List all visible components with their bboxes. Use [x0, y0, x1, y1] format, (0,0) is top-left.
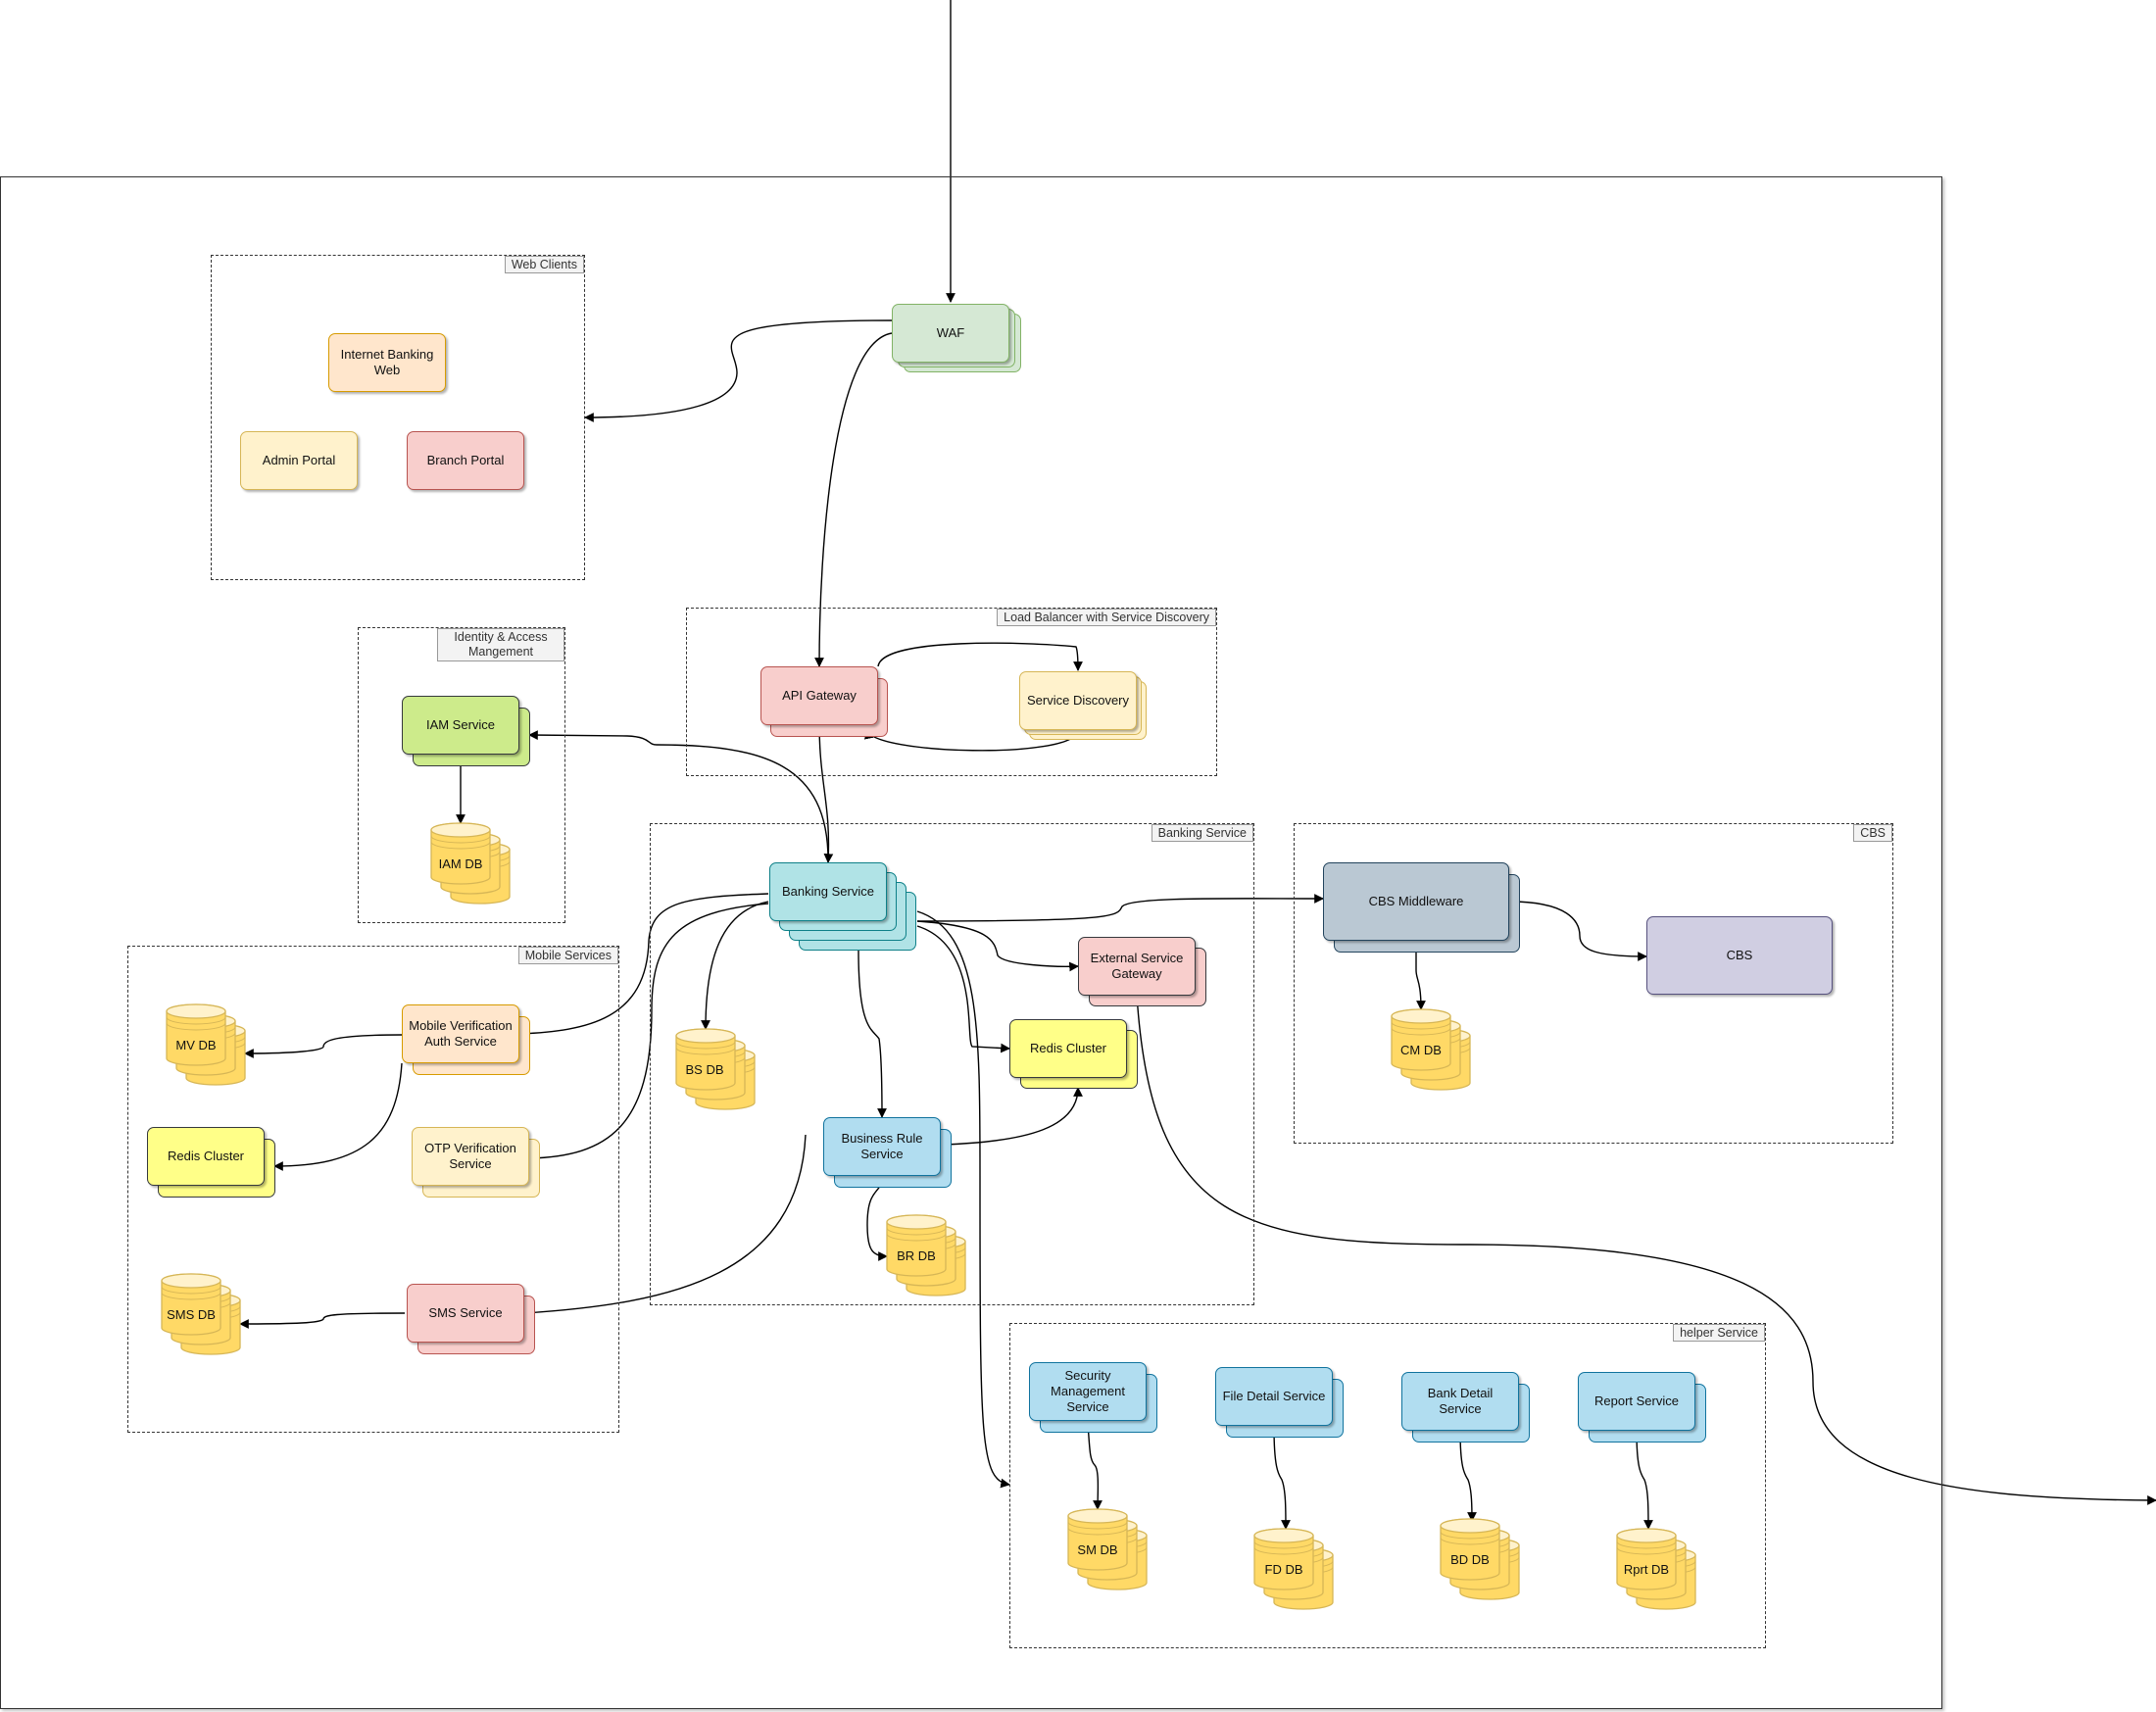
sms-db-icon [161, 1273, 241, 1355]
api-gateway-node[interactable]: API Gateway [760, 666, 878, 725]
system-boundary [0, 176, 1942, 1709]
waf-node[interactable]: WAF [892, 304, 1009, 363]
edge-waf-apigateway [814, 332, 893, 667]
cm-db-label[interactable]: CM DB [1400, 1043, 1442, 1057]
edge-sm-smdb [1087, 1422, 1102, 1510]
mv-db-icon [166, 1003, 246, 1086]
edge-api-sd [877, 642, 1083, 671]
group-banking: Banking Service [650, 823, 1254, 1305]
group-web-clients: Web Clients [211, 255, 585, 580]
edge-sd-api [864, 729, 1079, 752]
group-identity: Identity & Access Mangement [358, 627, 565, 923]
admin-portal-node[interactable]: Admin Portal [240, 431, 358, 490]
edge-banking-iam [528, 730, 829, 861]
edge-waf-webclients [584, 319, 893, 422]
group-label: Banking Service [1151, 824, 1253, 842]
group-label: Identity & Access Mangement [437, 628, 564, 661]
otp-verification-node[interactable]: OTP Verification Service [412, 1127, 529, 1186]
edge-banking-otp [528, 903, 769, 1163]
group-load-balancer: Load Balancer with Service Discovery [686, 608, 1217, 776]
external-service-gateway-node[interactable]: External Service Gateway [1078, 937, 1196, 996]
service-discovery-node[interactable]: Service Discovery [1019, 671, 1137, 730]
cbs-middleware-node[interactable]: CBS Middleware [1323, 862, 1509, 941]
sm-db-icon [1067, 1508, 1148, 1590]
group-label: CBS [1853, 824, 1892, 842]
group-label: Web Clients [504, 256, 584, 273]
edge-api-banking [818, 722, 834, 863]
edge-esg-external [1136, 994, 2156, 1505]
iam-db-icon [430, 822, 511, 905]
edge-fd-fddb [1273, 1426, 1291, 1530]
edge-banking-bsdb [701, 901, 769, 1030]
cbs-node[interactable]: CBS [1646, 916, 1833, 995]
security-management-node[interactable]: Security Management Service [1029, 1362, 1147, 1421]
bank-detail-node[interactable]: Bank Detail Service [1401, 1372, 1519, 1431]
edge-cbsmw-cmdb [1415, 941, 1426, 1010]
group-label: Load Balancer with Service Discovery [997, 609, 1216, 626]
report-service-node[interactable]: Report Service [1578, 1372, 1695, 1431]
br-db-icon [886, 1214, 966, 1296]
fd-db-icon [1253, 1528, 1334, 1610]
bd-db-icon [1440, 1518, 1520, 1600]
iam-service-node[interactable]: IAM Service [402, 696, 519, 755]
cm-db-icon [1391, 1008, 1471, 1091]
bs-db-label[interactable]: BS DB [685, 1062, 724, 1077]
mobile-verification-node[interactable]: Mobile Verification Auth Service [402, 1004, 519, 1063]
edge-banking-redis [916, 925, 1010, 1053]
group-label: helper Service [1673, 1324, 1765, 1342]
edge-cbsmw-cbs [1508, 901, 1647, 961]
edge-mv-redis [273, 1062, 403, 1171]
edge-brs-redis [942, 1087, 1083, 1146]
edge-rpt-rptdb [1636, 1430, 1653, 1530]
edge-banking-esg [916, 920, 1079, 972]
business-rule-service-node[interactable]: Business Rule Service [823, 1117, 941, 1176]
redis-cluster-mobile-node[interactable]: Redis Cluster [147, 1127, 265, 1186]
group-cbs: CBS [1294, 823, 1893, 1144]
iam-db-label[interactable]: IAM DB [438, 856, 483, 871]
sm-db-label[interactable]: SM DB [1077, 1542, 1118, 1557]
bd-db-label[interactable]: BD DB [1450, 1552, 1490, 1567]
edge-banking-cbsmw [916, 894, 1324, 922]
br-db-label[interactable]: BR DB [897, 1248, 936, 1263]
edge-bd-bddb [1459, 1430, 1477, 1522]
group-helper: helper Service [1009, 1323, 1766, 1648]
mv-db-label[interactable]: MV DB [175, 1038, 217, 1052]
rprt-db-icon [1616, 1528, 1696, 1610]
sms-db-label[interactable]: SMS DB [167, 1307, 216, 1322]
edge-banking-mv [518, 893, 769, 1039]
edge-sms-smsdb [239, 1312, 406, 1329]
redis-cluster-banking-node[interactable]: Redis Cluster [1009, 1019, 1127, 1078]
internet-banking-web-node[interactable]: Internet Banking Web [328, 333, 446, 392]
edge-banking-sms [523, 1134, 807, 1318]
group-mobile: Mobile Services [127, 946, 619, 1433]
edge-mv-mvdb [244, 1034, 403, 1058]
banking-service-node[interactable]: Banking Service [769, 862, 887, 921]
sms-service-node[interactable]: SMS Service [407, 1284, 524, 1343]
edge-banking-helper [916, 910, 1010, 1489]
edge-banking-brs [858, 950, 887, 1118]
bs-db-icon [675, 1028, 756, 1110]
fd-db-label[interactable]: FD DB [1264, 1562, 1303, 1577]
file-detail-node[interactable]: File Detail Service [1215, 1367, 1333, 1426]
branch-portal-node[interactable]: Branch Portal [407, 431, 524, 490]
group-label: Mobile Services [517, 947, 618, 964]
rprt-db-label[interactable]: Rprt DB [1623, 1562, 1670, 1577]
